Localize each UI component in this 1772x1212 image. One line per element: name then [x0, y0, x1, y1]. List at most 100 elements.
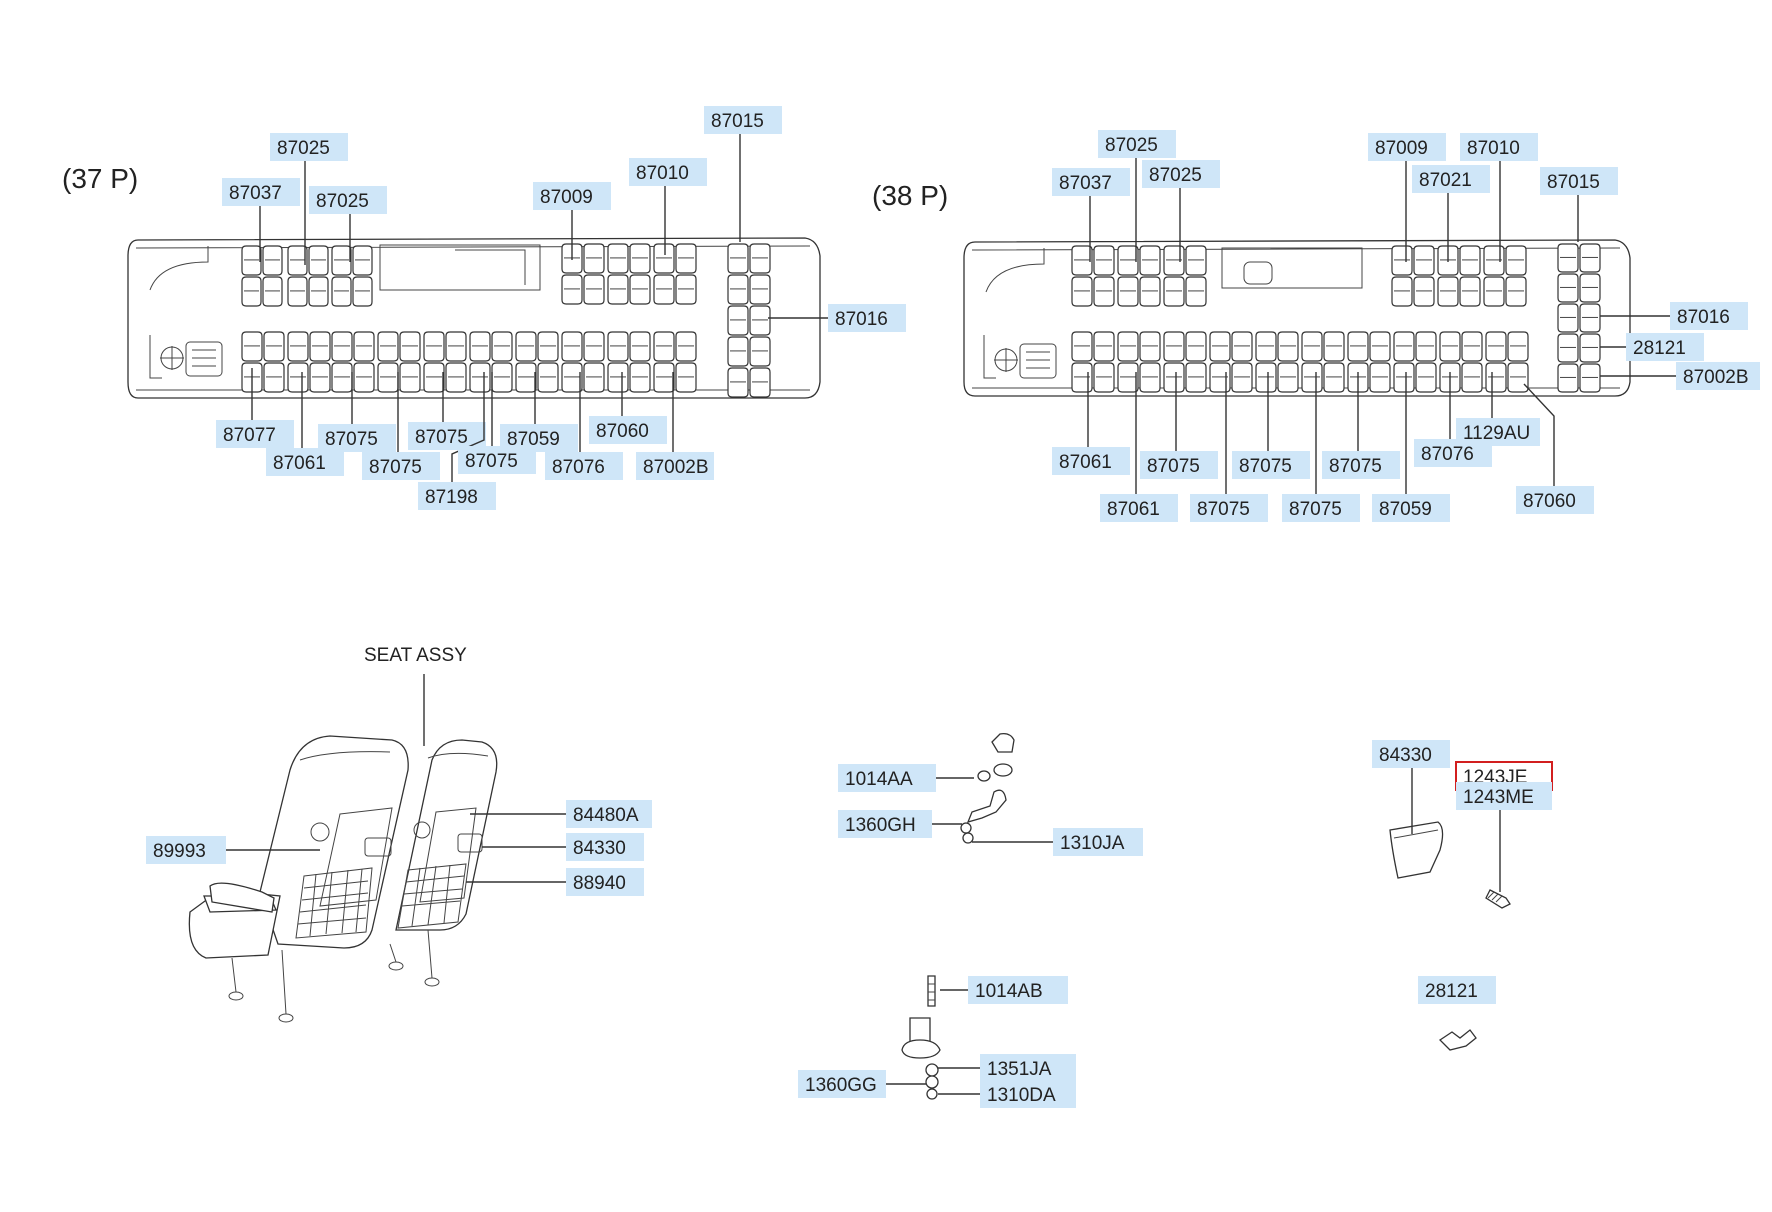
- part-callout[interactable]: 87061: [1100, 494, 1178, 522]
- seat-pair: [1071, 276, 1115, 307]
- part-callout[interactable]: 87016: [828, 304, 906, 332]
- part-number: 1310DA: [987, 1085, 1056, 1106]
- part-callout[interactable]: 87075: [1232, 451, 1310, 479]
- part-callout[interactable]: 87002B: [1676, 362, 1760, 390]
- part-callout[interactable]: 87075: [1190, 494, 1268, 522]
- seat-pair: [1117, 331, 1161, 362]
- seat-pair: [515, 331, 559, 362]
- seat-pair: [331, 362, 375, 393]
- seat-pair: [1391, 276, 1435, 307]
- seat-pair: [1255, 362, 1299, 393]
- part-number: 87010: [1467, 138, 1520, 159]
- seat-pair: [727, 336, 771, 367]
- part-callout[interactable]: 87075: [318, 424, 396, 452]
- part-callout[interactable]: 87060: [1516, 486, 1594, 514]
- part-callout[interactable]: 87025: [1098, 130, 1176, 158]
- part-callout[interactable]: 1310DA: [980, 1080, 1076, 1108]
- part-callout[interactable]: 87060: [589, 416, 667, 444]
- part-number: 89993: [153, 841, 206, 862]
- seat-pair: [1301, 362, 1345, 393]
- callouts-bracket-lower: 1014AB 1360GG 1351JA 1310DA: [798, 976, 1076, 1108]
- part-callout[interactable]: 28121: [1418, 976, 1496, 1004]
- seat-pair: [561, 331, 605, 362]
- part-callout[interactable]: 87015: [704, 106, 782, 134]
- seat-pair: [1485, 362, 1529, 393]
- part-callout[interactable]: 87010: [1460, 133, 1538, 161]
- part-callout[interactable]: 87037: [1052, 168, 1130, 196]
- part-callout[interactable]: 87009: [533, 182, 611, 210]
- seat-pair: [423, 362, 467, 393]
- seat-pair: [287, 276, 329, 307]
- part-callout[interactable]: 1129AU: [1456, 418, 1540, 446]
- part-callout[interactable]: 84330: [1372, 740, 1450, 768]
- part-callout[interactable]: 87059: [1372, 494, 1450, 522]
- part-callout[interactable]: 87015: [1540, 167, 1618, 195]
- seat-pair: [241, 276, 283, 307]
- seat-pair: [1393, 362, 1437, 393]
- part-callout[interactable]: 1014AA: [838, 764, 936, 792]
- seats-37p: [241, 243, 771, 398]
- part-number: 87002B: [643, 457, 709, 478]
- seat-pair: [1557, 243, 1601, 273]
- part-callout[interactable]: 87075: [362, 452, 440, 480]
- part-number: 87025: [1149, 165, 1202, 186]
- part-callout[interactable]: 87010: [629, 158, 707, 186]
- seat-pair: [1347, 362, 1391, 393]
- part-callout[interactable]: 87061: [266, 448, 344, 476]
- part-callout[interactable]: 87198: [418, 482, 496, 510]
- part-callout[interactable]: 87002B: [636, 452, 714, 480]
- seat-pair: [331, 331, 375, 362]
- part-callout[interactable]: 1351JA: [980, 1054, 1076, 1082]
- part-callout[interactable]: 87025: [309, 186, 387, 214]
- part-callout[interactable]: 87059: [500, 424, 578, 452]
- seat-pair: [469, 331, 513, 362]
- seat-assy-drawing: [188, 735, 498, 1023]
- part-number: 87075: [1289, 499, 1342, 520]
- part-callout[interactable]: 1243ME: [1456, 782, 1552, 810]
- seats-38p: [1071, 243, 1601, 393]
- part-callout[interactable]: 1310JA: [1053, 828, 1143, 856]
- part-callout[interactable]: 87025: [1142, 160, 1220, 188]
- part-callout[interactable]: 87037: [222, 178, 300, 206]
- part-callout[interactable]: 87075: [1282, 494, 1360, 522]
- part-number: 87075: [1197, 499, 1250, 520]
- part-callout[interactable]: 87021: [1412, 165, 1490, 193]
- seat-assy-label: SEAT ASSY: [364, 645, 467, 666]
- part-number: 1014AA: [845, 769, 913, 790]
- part-callout[interactable]: 84480A: [566, 800, 652, 828]
- part-number: 87002B: [1683, 367, 1749, 388]
- part-number: 1129AU: [1463, 423, 1530, 444]
- part-callout[interactable]: 28121: [1626, 333, 1704, 361]
- part-callout[interactable]: 89993: [146, 836, 226, 864]
- part-callout[interactable]: 87075: [1322, 451, 1400, 479]
- part-callout[interactable]: 87061: [1052, 447, 1130, 475]
- seat-pair: [607, 362, 651, 393]
- part-callout[interactable]: 88940: [566, 868, 644, 896]
- part-callout[interactable]: 87076: [1414, 439, 1492, 467]
- part-callout[interactable]: 87075: [458, 446, 536, 474]
- seat-pair: [1163, 362, 1207, 393]
- part-callout[interactable]: 87025: [270, 133, 348, 161]
- part-callout[interactable]: 84330: [566, 833, 644, 861]
- seat-pair: [653, 362, 697, 393]
- part-callout[interactable]: 87009: [1368, 133, 1446, 161]
- part-callout[interactable]: 1360GG: [798, 1070, 886, 1098]
- part-number: 87015: [1547, 172, 1600, 193]
- part-number: 87061: [1107, 499, 1160, 520]
- part-number: 28121: [1425, 981, 1478, 1002]
- part-callout[interactable]: 87076: [545, 452, 623, 480]
- part-callout[interactable]: 1360GH: [838, 810, 932, 838]
- part-callout[interactable]: 1014AB: [968, 976, 1068, 1004]
- seat-pair: [287, 362, 331, 393]
- part-callout[interactable]: 87016: [1670, 302, 1748, 330]
- seat-pair: [469, 362, 513, 393]
- part-callout[interactable]: 87075: [1140, 451, 1218, 479]
- part-callout[interactable]: 87075: [408, 422, 486, 450]
- seat-pair: [1255, 331, 1299, 362]
- seat-pair: [1117, 362, 1161, 393]
- part-number: 87016: [835, 309, 888, 330]
- bracket-upper: 1014AA 1360GH 1310JA: [838, 732, 1143, 856]
- part-callout[interactable]: 87077: [216, 420, 294, 448]
